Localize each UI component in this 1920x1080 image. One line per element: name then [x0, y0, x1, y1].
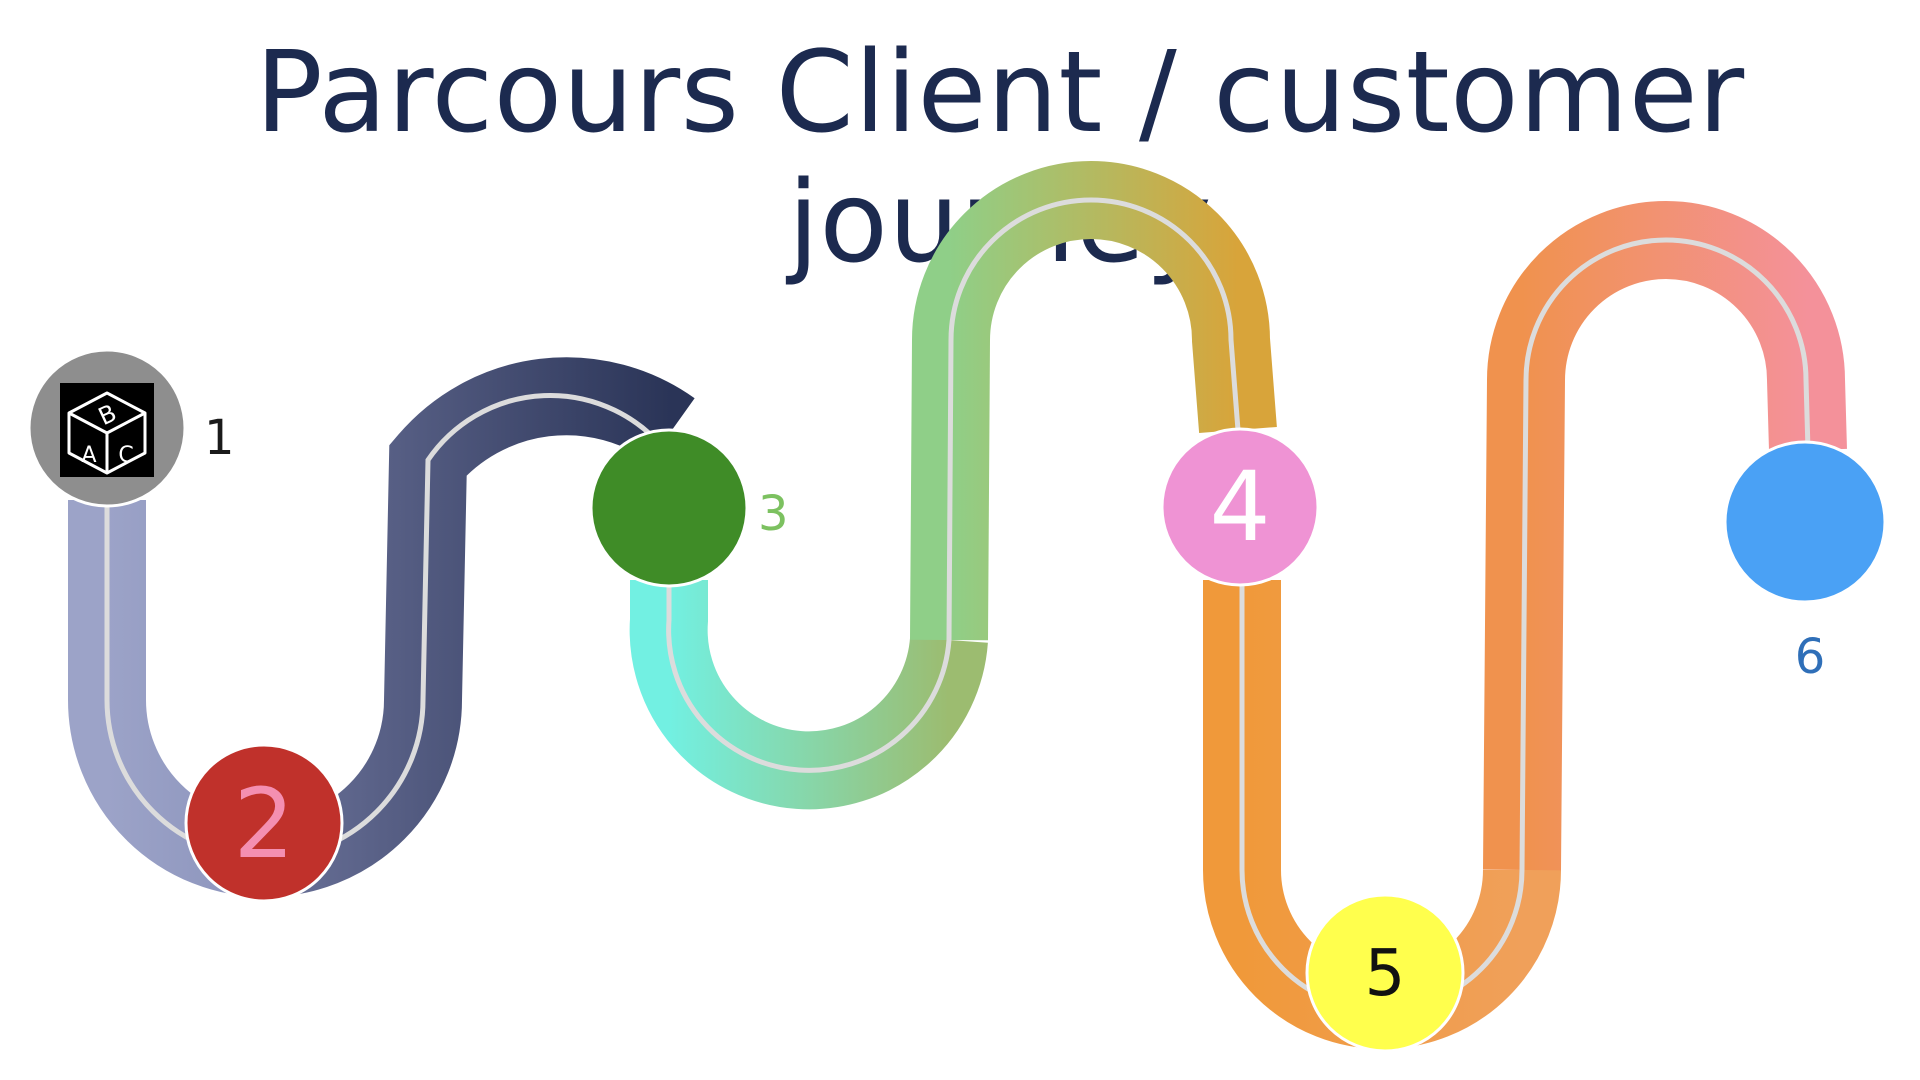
road-segment-4: [910, 161, 1277, 641]
step-5-circle: [1305, 893, 1465, 1053]
step-3-circle: [589, 428, 749, 588]
step-4-circle: [1160, 427, 1320, 587]
step-6-number: 6: [1795, 629, 1826, 685]
logo-letter-a: A: [81, 443, 96, 468]
road-segment-3: [629, 580, 988, 810]
step-2-circle: [184, 743, 344, 903]
road-center-line: [104, 197, 1811, 1013]
step-1-number: 1: [204, 410, 235, 466]
step-5-number: 5: [1365, 937, 1406, 1011]
logo-letter-c: C: [118, 443, 133, 468]
step-4-number: 4: [1209, 451, 1270, 563]
step-3-number: 3: [758, 486, 789, 542]
step-2-number: 2: [233, 768, 294, 880]
abc-cube-icon: B A C: [60, 383, 154, 477]
step-6-circle: [1723, 440, 1887, 604]
